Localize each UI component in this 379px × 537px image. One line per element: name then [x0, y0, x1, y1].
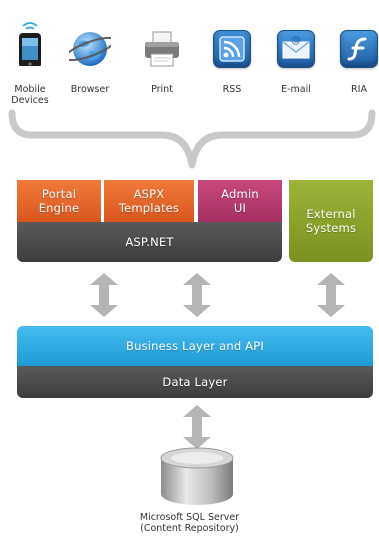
- client-label: Browser: [70, 84, 110, 95]
- data-layer-block: Data Layer: [17, 366, 373, 398]
- mobile-device-icon: [19, 22, 41, 66]
- business-layer-block: Business Layer and API: [17, 326, 373, 366]
- client-mobile-devices: Mobile Devices: [0, 22, 62, 114]
- client-label: Print: [151, 84, 173, 95]
- data-layer-label: Data Layer: [162, 375, 228, 389]
- double-arrow-icon: [90, 273, 118, 317]
- client-label: RIA: [351, 84, 367, 95]
- external-systems-block: External Systems: [289, 180, 373, 262]
- ria-flash-icon: [340, 30, 378, 68]
- aspnet-label: ASP.NET: [125, 235, 174, 249]
- client-email: @ E-mail: [264, 24, 328, 114]
- admin-ui-block: Admin UI: [198, 180, 282, 222]
- browser-globe-icon: [69, 32, 111, 66]
- client-label: Mobile Devices: [11, 84, 49, 106]
- client-label: E-mail: [281, 84, 311, 95]
- client-print: Print: [130, 24, 194, 114]
- business-layer-label: Business Layer and API: [126, 339, 264, 353]
- admin-ui-label: Admin UI: [221, 187, 259, 215]
- double-arrow-icon: [183, 405, 211, 449]
- aspx-templates-block: ASPX Templates: [104, 180, 194, 222]
- portal-engine-block: Portal Engine: [17, 180, 101, 222]
- client-rss: RSS: [200, 24, 264, 114]
- aspnet-block: ASP.NET: [17, 222, 282, 262]
- client-label: RSS: [222, 84, 242, 95]
- database-caption: Microsoft SQL Server (Content Repository…: [139, 512, 240, 534]
- database-icon: [160, 447, 234, 505]
- client-ria: RIA: [327, 24, 379, 114]
- rss-icon: [213, 30, 251, 68]
- external-systems-label: External Systems: [305, 207, 357, 235]
- double-arrow-icon: [317, 273, 345, 317]
- aspx-templates-label: ASPX Templates: [118, 187, 180, 215]
- svg-text:@: @: [291, 35, 301, 46]
- double-arrow-icon: [183, 273, 211, 317]
- portal-engine-label: Portal Engine: [38, 187, 80, 215]
- clients-bracket: [8, 109, 376, 169]
- client-browser: Browser: [58, 24, 122, 114]
- printer-icon: [145, 31, 179, 67]
- email-icon: @: [277, 30, 315, 68]
